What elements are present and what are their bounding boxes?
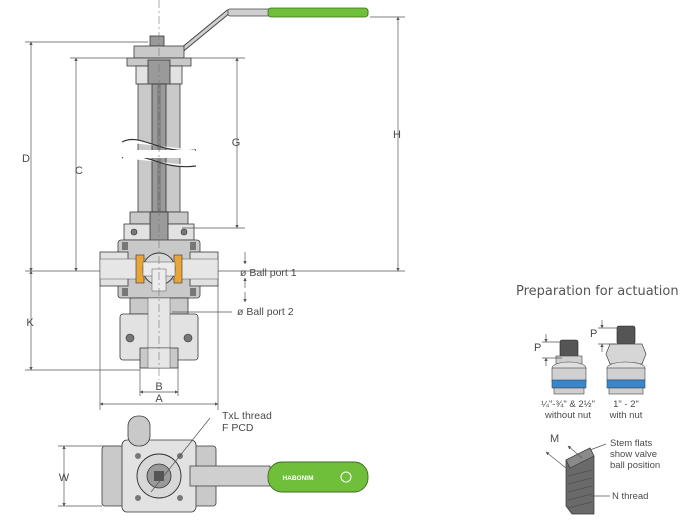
dim-M: M	[550, 433, 559, 445]
stem-without-nut	[542, 334, 587, 395]
dim-G: G	[232, 137, 241, 149]
dim-B: B	[155, 381, 162, 393]
valve-top-view: HABONIM	[101, 415, 369, 513]
actuation-title: Preparation for actuation	[516, 284, 679, 299]
dim-C: C	[75, 165, 83, 177]
handle-grip-top	[267, 461, 369, 493]
stem-flats-line2: show valve	[610, 449, 657, 460]
ball-port-2-label: ø Ball port 2	[237, 306, 294, 318]
f-pcd-label: F PCD	[222, 422, 254, 434]
dimension-lines	[25, 16, 405, 410]
handle-brand-text: HABONIM	[282, 475, 313, 482]
dim-A: A	[155, 393, 163, 405]
option-right-size: 1" - 2"	[613, 399, 639, 410]
dim-P-right: P	[590, 328, 597, 340]
handle-grip	[267, 7, 369, 18]
dim-H: H	[393, 129, 401, 141]
stem-flats-line3: ball position	[610, 460, 660, 471]
stem-flats-detail	[545, 443, 610, 515]
dim-D: D	[22, 153, 30, 165]
dim-P-left: P	[534, 342, 541, 354]
lever-handle	[180, 7, 369, 52]
dim-W: W	[59, 472, 70, 484]
n-thread-label: N thread	[612, 491, 648, 502]
option-left-size: ¼"-¾" & 2½"	[541, 399, 595, 410]
stem-with-nut	[598, 320, 647, 395]
option-right-type: with nut	[609, 410, 643, 421]
dim-K: K	[26, 317, 34, 329]
option-left-type: without nut	[544, 410, 591, 421]
stem-extension	[121, 35, 197, 243]
ball-port-1-label: ø Ball port 1	[240, 267, 297, 279]
txl-thread-label: TxL thread	[222, 410, 272, 422]
stem-flats-line1: Stem flats	[610, 438, 652, 449]
